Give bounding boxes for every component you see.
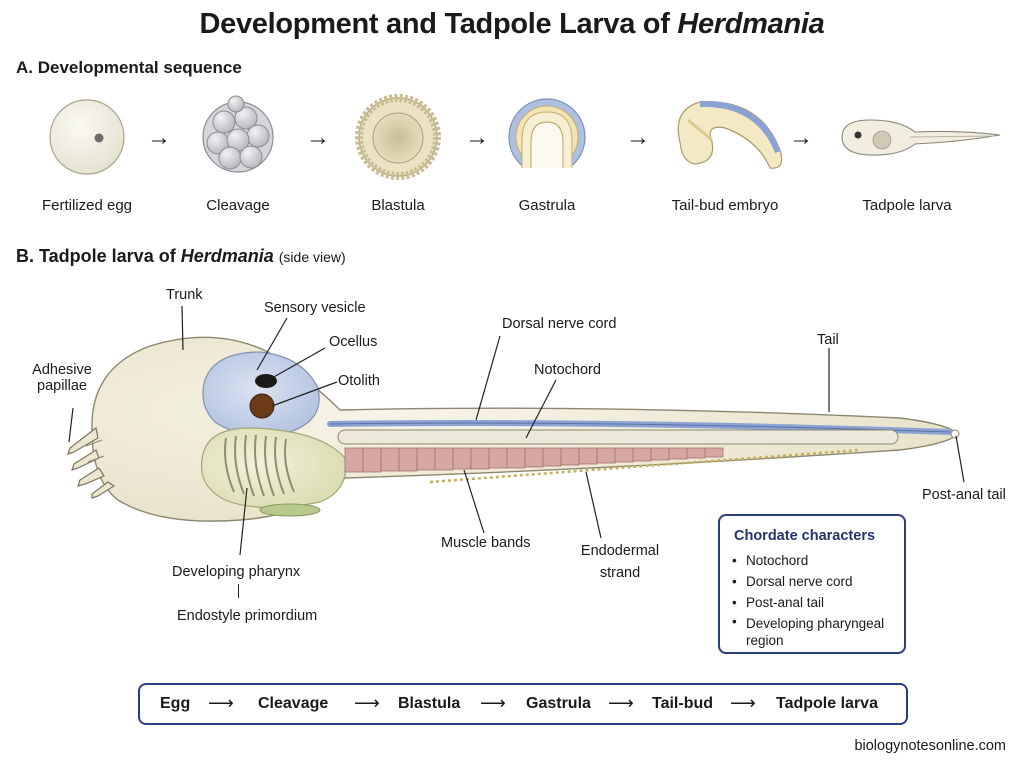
chordate-characters-list: Notochord Dorsal nerve cord Post-anal ta…: [730, 550, 904, 649]
sequence-arrow: ⟶: [208, 693, 234, 713]
label-tail: Tail: [817, 332, 839, 348]
tadpole-larva-diagram: [67, 305, 965, 556]
blastula-illustration: [355, 94, 441, 180]
stage-label-tadpole: Tadpole larva: [862, 197, 952, 214]
leader-lines: [68, 305, 965, 556]
sequence-arrow: →: [306, 124, 330, 151]
label-endostyle-primordium: Endostyle primordium: [177, 608, 318, 624]
sequence-item: Tadpole larva: [776, 695, 878, 712]
sequence-item: Gastrula: [526, 695, 591, 712]
sequence-item: Egg: [160, 695, 191, 712]
sequence-summary-box: Egg ⟶ Cleavage ⟶ Blastula ⟶ Gastrula ⟶ T…: [138, 683, 908, 725]
notochord: [337, 429, 899, 445]
label-otolith: Otolith: [338, 373, 380, 389]
tadpole-larva-small-illustration: [841, 119, 1001, 156]
label-dorsal-nerve-cord: Dorsal nerve cord: [502, 316, 617, 332]
sequence-arrow: ⟶: [480, 693, 506, 713]
list-item: Developing pharyngeal region: [730, 613, 904, 649]
sequence-arrow: ⟶: [608, 693, 634, 713]
stage-label-cleavage: Cleavage: [206, 197, 270, 214]
sensory-vesicle: [202, 351, 320, 436]
sequence-arrow: ⟶: [730, 693, 756, 713]
sequence-item: Cleavage: [258, 695, 329, 712]
page-title: Development and Tadpole Larva of Herdman…: [199, 8, 825, 40]
chordate-characters-title: Chordate characters: [734, 528, 876, 544]
source-credit: biologynotesonline.com: [854, 738, 1006, 754]
list-item: Post-anal tail: [730, 592, 904, 613]
label-ocellus: Ocellus: [329, 334, 378, 350]
sequence-item: Tail-bud: [652, 695, 714, 712]
list-item: Notochord: [730, 550, 904, 571]
sequence-arrow: →: [147, 124, 171, 151]
pharynx-connector-line: [238, 584, 239, 598]
developmental-sequence-figure: [49, 94, 1001, 180]
stage-label-blastula: Blastula: [371, 197, 425, 214]
cleavage-illustration: [202, 95, 274, 173]
list-item: Dorsal nerve cord: [730, 571, 904, 592]
sequence-arrow: →: [465, 124, 489, 151]
developing-pharynx: [200, 427, 347, 517]
sequence-arrow: →: [789, 124, 813, 151]
sequence-arrow: ⟶: [354, 693, 380, 713]
stage-label-fertilized-egg: Fertilized egg: [41, 197, 133, 214]
label-post-anal-tail: Post-anal tail: [922, 487, 1006, 503]
stage-label-tail-bud: Tail-bud embryo: [671, 197, 779, 214]
chordate-characters-box: Chordate characters Notochord Dorsal ner…: [718, 514, 906, 654]
label-notochord: Notochord: [534, 362, 601, 378]
muscle-bands: [344, 447, 724, 473]
label-muscle-bands: Muscle bands: [441, 535, 531, 551]
section-a-heading: A. Developmental sequence: [16, 58, 242, 77]
adhesive-papillae: [67, 426, 116, 499]
fertilized-egg-illustration: [49, 99, 125, 175]
label-trunk: Trunk: [166, 287, 203, 303]
stage-label-gastrula: Gastrula: [518, 197, 576, 214]
sequence-item: Blastula: [398, 695, 461, 712]
sequence-arrow: →: [626, 124, 650, 151]
section-b-heading: B. Tadpole larva of Herdmania (side view…: [16, 246, 346, 266]
gastrula-illustration: [508, 98, 586, 180]
label-sensory-vesicle: Sensory vesicle: [264, 300, 366, 316]
tail-bud-embryo-illustration: [677, 100, 783, 169]
label-developing-pharynx: Developing pharynx: [172, 564, 301, 580]
